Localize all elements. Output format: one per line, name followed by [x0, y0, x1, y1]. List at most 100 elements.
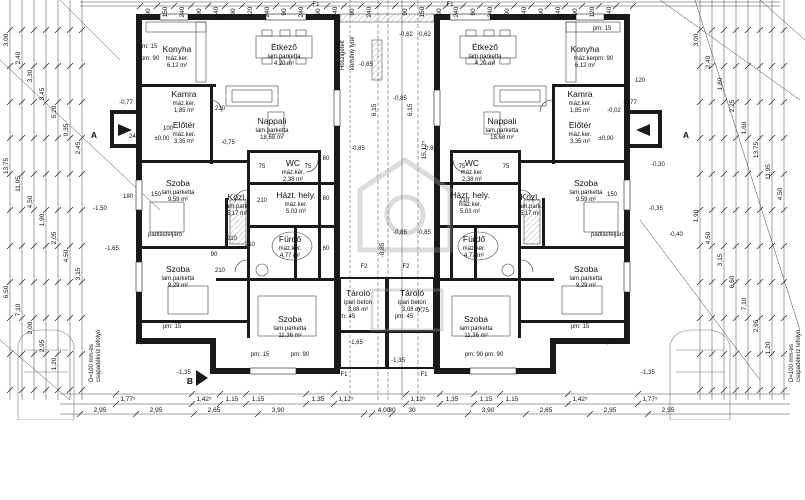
right-dim-13: 2,95	[753, 319, 760, 332]
dimension-tick	[255, 2, 263, 10]
room-material-right-furdo: máz.ker.	[463, 246, 486, 252]
side-note-0: D=100 mm-es	[89, 344, 95, 382]
room-material-right-wc: máz.ker.	[461, 170, 484, 176]
level-label-4: -0,85	[351, 146, 365, 152]
dimension-tick	[708, 386, 716, 394]
level-label-5: -0,85	[423, 146, 437, 152]
level-label-0: -0,85	[359, 62, 373, 68]
room-name-left-haztarta: Házt. hely.	[276, 190, 316, 200]
f-label-5: F2	[402, 264, 410, 270]
dimension-tick	[42, 350, 50, 358]
left-dim-9: 4,50	[27, 195, 34, 208]
dimension-tick	[708, 314, 716, 322]
pm-label-1: pm: 90	[141, 56, 160, 62]
dimension-tick	[780, 206, 788, 214]
dimension-tick	[493, 2, 501, 10]
door-tag-3: 210	[257, 198, 268, 204]
dimension-tick	[54, 62, 62, 70]
door-tag-16: 150	[151, 192, 162, 198]
level-label-6: -0,85	[393, 230, 407, 236]
dimension-tick	[78, 242, 86, 250]
dimension-tick	[768, 350, 776, 358]
room-material-right-nappali: lam.parketta	[485, 128, 519, 134]
top-dim-12: 90	[349, 8, 356, 16]
dimension-tick	[18, 350, 26, 358]
level-label-18: -0,35	[649, 206, 663, 212]
dimension-tick	[153, 2, 161, 10]
left-dim-12: 4,50	[63, 249, 70, 262]
f-label-0: F1	[312, 2, 320, 8]
dimension-tick	[42, 170, 50, 178]
dimension-tick	[425, 2, 433, 10]
right-dim-6: 11,95	[765, 164, 772, 180]
top-dim-10: 90	[315, 8, 322, 16]
dimension-tick	[708, 170, 716, 178]
top-dim-2: 240	[179, 6, 186, 17]
dimension-tick	[54, 170, 62, 178]
dimension-tick	[756, 26, 764, 34]
dimension-tick	[510, 2, 518, 10]
side-note-2: D=100 mm-es	[789, 344, 795, 382]
room-name-left-kamra: Kamra	[171, 89, 196, 99]
dimension-tick	[188, 400, 196, 408]
left-dim-10: 1,90	[39, 213, 46, 226]
room-area-right-eloter: 3,35 m²	[570, 139, 590, 145]
dimension-tick	[136, 2, 144, 10]
right-dim-12: 7,10	[741, 297, 748, 310]
dimension-tick	[66, 206, 74, 214]
dimension-tick	[720, 278, 728, 286]
side-note-3: csapadékvíz lefolyó	[796, 329, 802, 382]
level-label-7: -0,85	[417, 230, 431, 236]
door-tag-2: 75	[305, 164, 312, 170]
blank-footer-area	[0, 420, 805, 500]
room-area-right-kozl: 5,17 m²	[520, 211, 540, 217]
dimension-tick	[78, 314, 86, 322]
room-name-right-szoba2: Szoba	[574, 264, 598, 274]
dimension-tick	[54, 278, 62, 286]
top-dim-22: 90	[538, 8, 545, 16]
level-label-16: -1,35	[391, 358, 405, 364]
pm-label-7: pm: 45	[395, 314, 414, 320]
dimension-tick	[78, 206, 86, 214]
level-label-11: -1,65	[105, 246, 119, 252]
dimension-tick	[30, 98, 38, 106]
f-label-2: F1	[340, 372, 348, 378]
dimension-tick	[66, 278, 74, 286]
room-area-left-eloter: 3,35 m²	[174, 139, 194, 145]
dimension-ticks	[6, 2, 788, 418]
left-dim-6: 2,45	[75, 141, 82, 154]
dimension-tick	[54, 98, 62, 106]
bottom-dim2-4: 4,00	[378, 407, 391, 414]
dimension-tick	[696, 26, 704, 34]
car-outlines	[17, 329, 731, 421]
room-name-right-szoba3: Szoba	[464, 314, 488, 324]
room-material-right-kozl: lam.park.	[518, 204, 543, 210]
top-dim-25: 120	[589, 6, 596, 17]
dimension-tick	[756, 206, 764, 214]
dimension-tick	[732, 170, 740, 178]
furniture	[145, 21, 621, 337]
dimension-tick	[330, 390, 338, 398]
bottom-dim-1: 1,42⁵	[196, 396, 212, 403]
room-area-left-szoba2: 9,29 m²	[168, 283, 188, 289]
room-name-left-szoba3: Szoba	[278, 314, 302, 324]
dimension-tick	[720, 314, 728, 322]
dimension-tick	[696, 98, 704, 106]
room-material-left-kamra: máz.ker.	[173, 101, 196, 107]
dimension-tick	[78, 350, 86, 358]
level-label-25: -0,75	[415, 308, 429, 314]
dimension-tick	[30, 206, 38, 214]
room-material-left-szoba2: lam.parketta	[161, 276, 195, 282]
dimension-tick	[720, 26, 728, 34]
dimension-tick	[720, 170, 728, 178]
dimension-tick	[768, 242, 776, 250]
dimension-tick	[768, 314, 776, 322]
dimension-tick	[756, 278, 764, 286]
door-tag-7: 210	[215, 268, 226, 274]
room-area-left-szoba1: 9,59 m²	[168, 197, 188, 203]
dimension-tick	[18, 98, 26, 106]
top-dim-20: 90	[504, 8, 511, 16]
